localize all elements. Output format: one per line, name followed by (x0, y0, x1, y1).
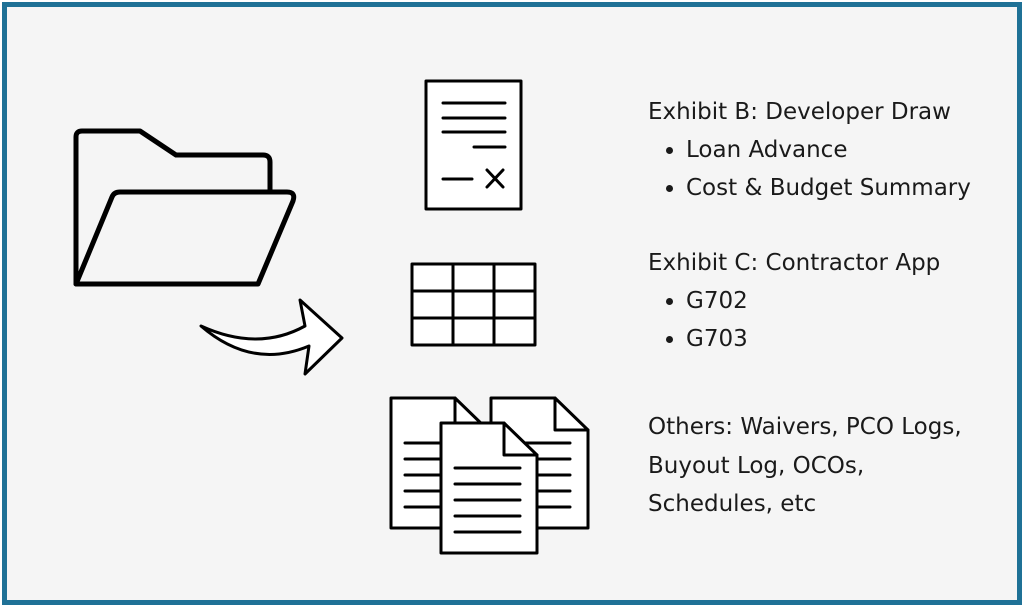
spreadsheet-grid-icon (410, 262, 537, 347)
list-item: Loan Advance (648, 131, 971, 169)
exhibit-b-block: Exhibit B: Developer Draw Loan Advance C… (648, 93, 971, 207)
signed-document-icon (424, 79, 523, 211)
exhibit-b-title: Exhibit B: Developer Draw (648, 99, 951, 125)
list-item: Cost & Budget Summary (648, 169, 971, 207)
exhibit-c-list: G702 G703 (648, 282, 940, 358)
exhibit-c-block: Exhibit C: Contractor App G702 G703 (648, 244, 940, 358)
list-item: G703 (648, 320, 940, 358)
others-line: Schedules, etc (648, 491, 817, 517)
others-line: Buyout Log, OCOs, (648, 452, 865, 479)
curved-arrow-right-icon (199, 298, 344, 376)
exhibit-c-title: Exhibit C: Contractor App (648, 250, 941, 276)
others-block: Others: Waivers, PCO Logs, Buyout Log, O… (648, 408, 962, 524)
others-line: Others: Waivers, PCO Logs, (648, 414, 962, 440)
open-folder-icon (73, 128, 297, 287)
list-item: G702 (648, 282, 940, 320)
exhibit-b-list: Loan Advance Cost & Budget Summary (648, 131, 971, 207)
stacked-documents-icon (389, 396, 590, 555)
